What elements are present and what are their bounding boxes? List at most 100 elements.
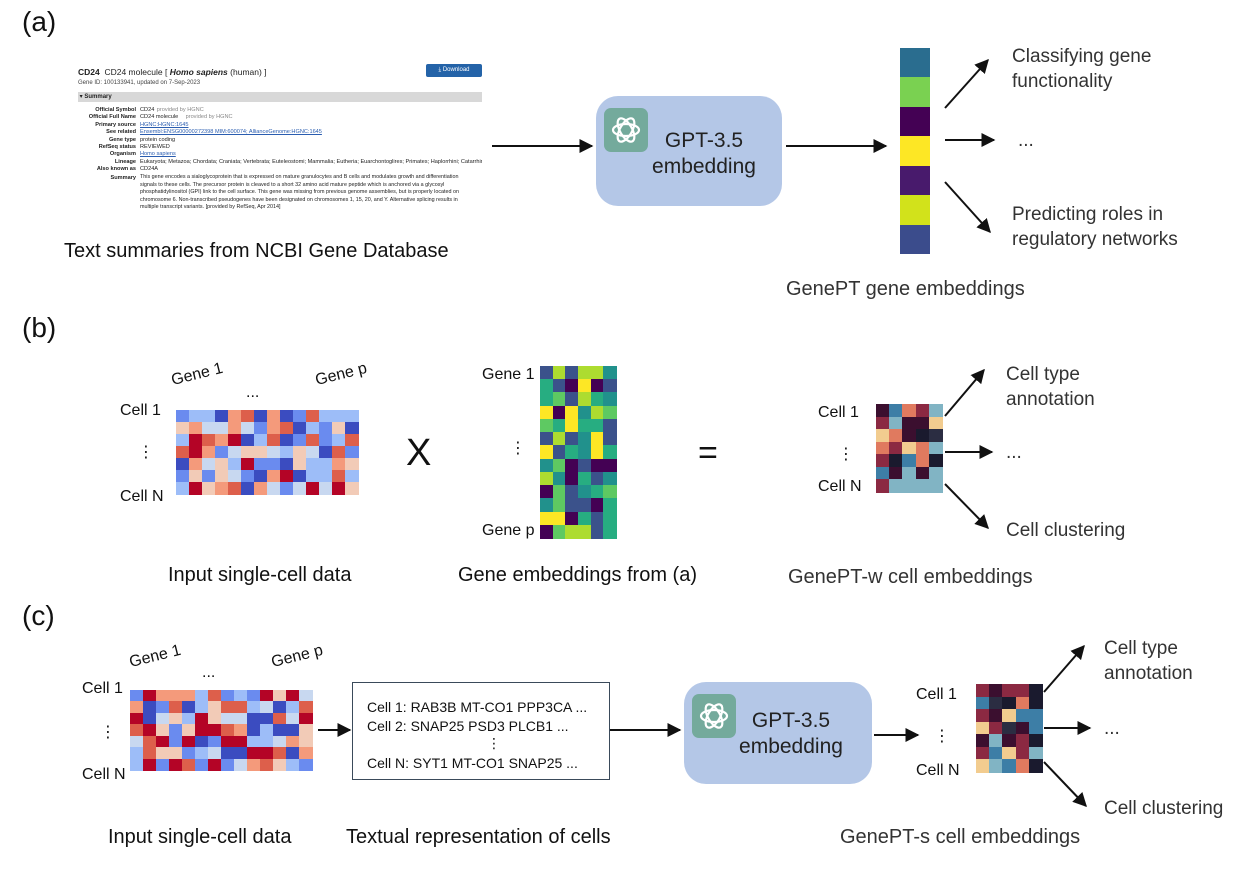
embedding-cell [900, 224, 930, 255]
b-out-dots: ⋮ [838, 446, 854, 463]
heatmap-cell [176, 434, 190, 447]
gpt-label-a: GPT-3.5 embedding [644, 128, 764, 180]
embedding-matrix-cell [540, 471, 554, 486]
heatmap-cell [247, 712, 261, 725]
cell-embedding-cell [1002, 696, 1017, 710]
embedding-matrix-cell [590, 498, 604, 513]
ncbi-field-source: provided by HGNC [185, 114, 233, 121]
b-emb-dots: ⋮ [510, 440, 526, 457]
cell-embedding-cell [989, 709, 1003, 723]
cell-embedding-cell [902, 404, 917, 418]
heatmap-cell [332, 422, 346, 435]
heatmap-cell [280, 446, 294, 459]
summary-header-label: Summary [84, 94, 112, 100]
heatmap-cell [228, 422, 242, 435]
heatmap-cell [130, 690, 144, 703]
embedding-matrix-cell [590, 445, 604, 460]
embedding-matrix-cell [540, 498, 554, 513]
heatmap-cell [143, 747, 157, 760]
ncbi-field-value[interactable]: Homo sapiens [140, 151, 176, 158]
heatmap-cell [202, 446, 216, 459]
c-gene-dots: ... [202, 664, 216, 681]
heatmap-cell [267, 482, 281, 495]
cell-embedding-cell [889, 404, 903, 418]
embedding-matrix-cell [578, 392, 592, 407]
heatmap-cell [345, 410, 359, 423]
heatmap-cell [182, 747, 196, 760]
cell-embedding-cell [902, 441, 917, 455]
c-task-clustering: Cell clustering [1104, 798, 1224, 819]
cell-embedding-cell [876, 466, 890, 480]
task-gene-function-line2: functionality [1012, 71, 1113, 92]
heatmap-cell [306, 458, 320, 471]
heatmap-cell [182, 758, 196, 771]
task-regulatory-line2: regulatory networks [1012, 229, 1178, 250]
heatmap-cell [221, 701, 235, 714]
embedding-matrix-cell [603, 445, 617, 460]
embedding-matrix-cell [603, 379, 617, 394]
ncbi-field-value[interactable]: HGNC:HGNC:1645 [140, 121, 189, 128]
cell-text-box: Cell 1: RAB3B MT-CO1 PPP3CA ... Cell 2: … [352, 682, 610, 780]
cell-embedding-cell [915, 441, 930, 455]
heatmap-cell [228, 470, 242, 483]
summary-section-header[interactable]: ▾ Summary [78, 92, 482, 102]
heatmap-cell [293, 458, 307, 471]
ncbi-field-value[interactable]: Ensembl:ENSG00000272398 MIM:600074; Alli… [140, 129, 322, 136]
heatmap-cell [176, 410, 190, 423]
heatmap-cell [299, 701, 313, 714]
b-celln-label: Cell N [120, 488, 164, 505]
embedding-matrix-cell [603, 405, 617, 420]
cell-embedding-cell [915, 404, 930, 418]
heatmap-cell [260, 701, 274, 714]
cell-embedding-cell [989, 734, 1003, 748]
cell-embedding-cell [928, 404, 943, 418]
heatmap-cell [267, 458, 281, 471]
heatmap-cell [195, 758, 209, 771]
ncbi-field-value: protein coding [140, 136, 176, 143]
embedding-matrix-cell [590, 485, 604, 499]
b-task-clustering: Cell clustering [1006, 520, 1126, 541]
heatmap-cell [273, 735, 287, 748]
cell-embedding-cell [1002, 721, 1017, 735]
ncbi-field-value: CD24 [140, 107, 155, 113]
cell-embedding-cell [976, 684, 990, 698]
embedding-matrix-cell [552, 524, 566, 539]
ncbi-field-key: Official Symbol [95, 107, 136, 113]
heatmap-cell [260, 758, 274, 771]
ncbi-field-value: Eukaryota; Metazoa; Chordata; Craniata; … [140, 158, 482, 165]
heatmap-cell [247, 747, 261, 760]
ncbi-field-value: CD24A [140, 166, 159, 173]
ncbi-summary-row: Summary [78, 174, 482, 182]
heatmap-cell [208, 712, 222, 725]
heatmap-cell [280, 434, 294, 447]
arrow-to-clustering-b [944, 483, 989, 530]
download-label: Download Datasets [442, 67, 470, 86]
embedding-matrix-cell [540, 432, 554, 446]
embedding-matrix-cell [590, 524, 604, 539]
heatmap-cell [221, 758, 235, 771]
b-task-celltype-line1: Cell type [1006, 364, 1080, 385]
heatmap-cell [293, 422, 307, 435]
heatmap-cell [169, 758, 183, 771]
cell-embedding-cell [902, 479, 917, 493]
heatmap-cell [234, 712, 248, 725]
heatmap-cell [189, 434, 203, 447]
heatmap-cell [228, 458, 242, 471]
heatmap-cell [221, 712, 235, 725]
heatmap-cell [306, 434, 320, 447]
embedding-matrix-cell [565, 366, 579, 380]
ncbi-field-key: Lineage [114, 158, 136, 165]
cell-embedding-cell [915, 454, 930, 468]
download-datasets-button[interactable]: ⤓ Download Datasets [426, 64, 482, 86]
embedding-matrix-cell [578, 524, 592, 539]
heatmap-cell [319, 422, 333, 435]
b-emb-caption: Gene embeddings from (a) [458, 564, 698, 586]
heatmap-cell [254, 482, 268, 495]
cell-embedding-cell [876, 404, 890, 418]
ncbi-field-value: CD24 molecule [140, 114, 179, 121]
ncbi-field-key: See related [106, 129, 136, 136]
heatmap-cell [221, 724, 235, 737]
